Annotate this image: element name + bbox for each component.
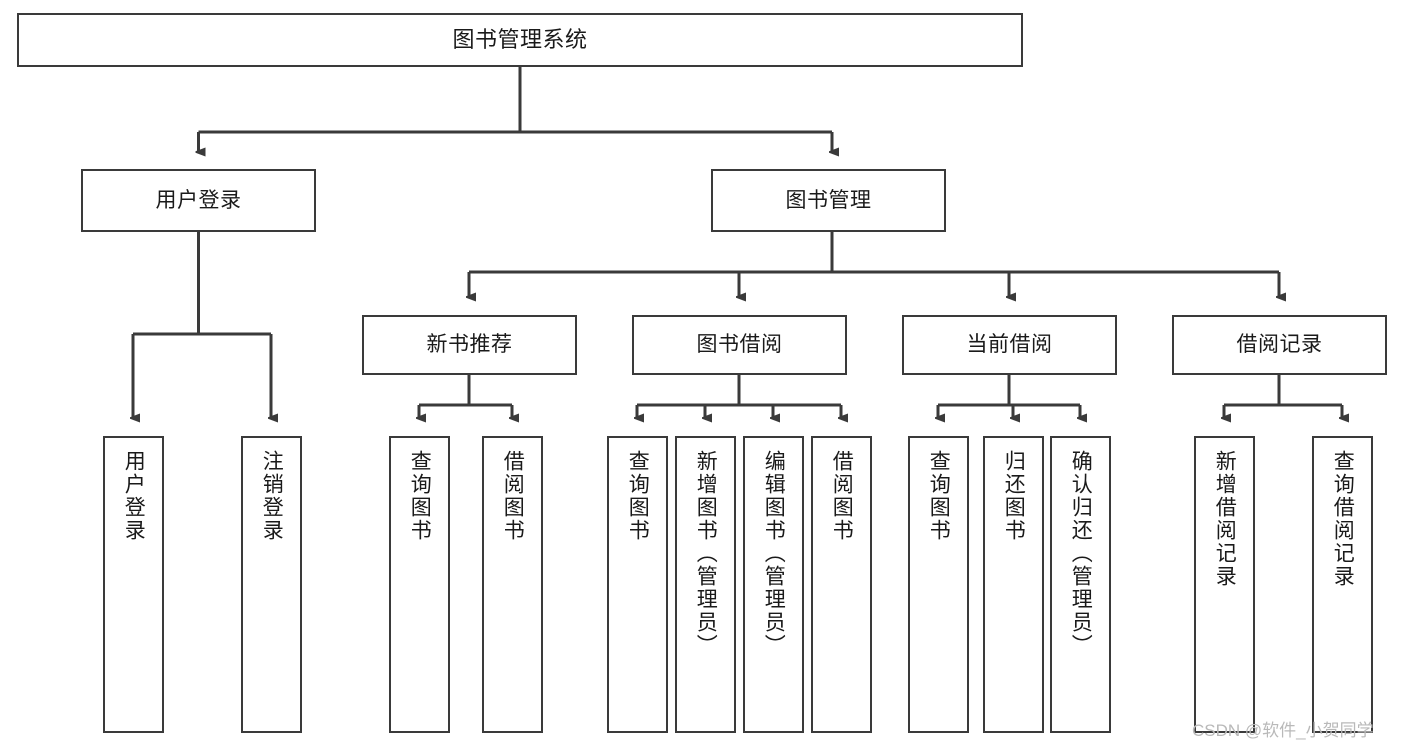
node-leaf-current-confirm-return-label: 确认归还（管理员）	[1069, 450, 1093, 657]
node-root-label: 图书管理系统	[452, 26, 588, 52]
edge-group-user-login	[133, 232, 271, 418]
node-leaf-borrow-add-book[interactable]: 新增图书（管理员）	[675, 436, 736, 733]
node-book-borrow[interactable]: 图书借阅	[632, 315, 847, 375]
node-leaf-borrow-add-book-label: 新增图书（管理员）	[694, 450, 718, 657]
node-leaf-borrow-borrow-book-label: 借阅图书	[830, 450, 854, 542]
node-leaf-current-query-book-label: 查询图书	[927, 450, 951, 542]
node-leaf-borrow-borrow-book[interactable]: 借阅图书	[811, 436, 872, 733]
node-leaf-borrow-query-book-label: 查询图书	[626, 450, 650, 542]
node-book-borrow-label: 图书借阅	[696, 333, 783, 357]
node-leaf-record-add[interactable]: 新增借阅记录	[1194, 436, 1255, 733]
edge-group-new-book-rec	[419, 375, 512, 418]
node-new-book-rec-label: 新书推荐	[426, 333, 513, 357]
node-leaf-user-login[interactable]: 用户登录	[103, 436, 164, 733]
node-leaf-current-confirm-return[interactable]: 确认归还（管理员）	[1050, 436, 1111, 733]
csdn-watermark: CSDN @软件_小贺同学	[1192, 721, 1374, 740]
node-leaf-user-logout-label: 注销登录	[260, 450, 284, 542]
node-leaf-borrow-query-book[interactable]: 查询图书	[607, 436, 668, 733]
node-leaf-borrow-edit-book[interactable]: 编辑图书（管理员）	[743, 436, 804, 733]
node-book-manage-label: 图书管理	[785, 188, 872, 212]
node-leaf-record-add-label: 新增借阅记录	[1213, 450, 1237, 588]
node-borrow-record-label: 借阅记录	[1236, 333, 1323, 357]
node-current-borrow[interactable]: 当前借阅	[902, 315, 1117, 375]
edge-group-book-borrow	[637, 375, 841, 418]
node-user-login[interactable]: 用户登录	[81, 169, 316, 232]
node-borrow-record[interactable]: 借阅记录	[1172, 315, 1387, 375]
node-root[interactable]: 图书管理系统	[17, 13, 1023, 67]
node-leaf-rec-borrow-book[interactable]: 借阅图书	[482, 436, 543, 733]
node-leaf-current-query-book[interactable]: 查询图书	[908, 436, 969, 733]
node-leaf-current-return-book-label: 归还图书	[1002, 450, 1026, 542]
node-leaf-rec-query-book[interactable]: 查询图书	[389, 436, 450, 733]
node-leaf-current-return-book[interactable]: 归还图书	[983, 436, 1044, 733]
node-new-book-rec[interactable]: 新书推荐	[362, 315, 577, 375]
node-book-manage[interactable]: 图书管理	[711, 169, 946, 232]
node-leaf-rec-query-book-label: 查询图书	[408, 450, 432, 542]
node-current-borrow-label: 当前借阅	[966, 333, 1053, 357]
node-leaf-user-logout[interactable]: 注销登录	[241, 436, 302, 733]
edge-group-current-borrow	[938, 375, 1080, 418]
node-user-login-label: 用户登录	[155, 188, 242, 212]
node-leaf-rec-borrow-book-label: 借阅图书	[501, 450, 525, 542]
edge-group-borrow-record	[1224, 375, 1342, 418]
edge-group-root	[199, 67, 833, 152]
node-leaf-record-query[interactable]: 查询借阅记录	[1312, 436, 1373, 733]
node-leaf-record-query-label: 查询借阅记录	[1331, 450, 1355, 588]
node-leaf-borrow-edit-book-label: 编辑图书（管理员）	[762, 450, 786, 657]
node-leaf-user-login-label: 用户登录	[122, 450, 146, 542]
edge-group-book-manage	[469, 232, 1279, 297]
